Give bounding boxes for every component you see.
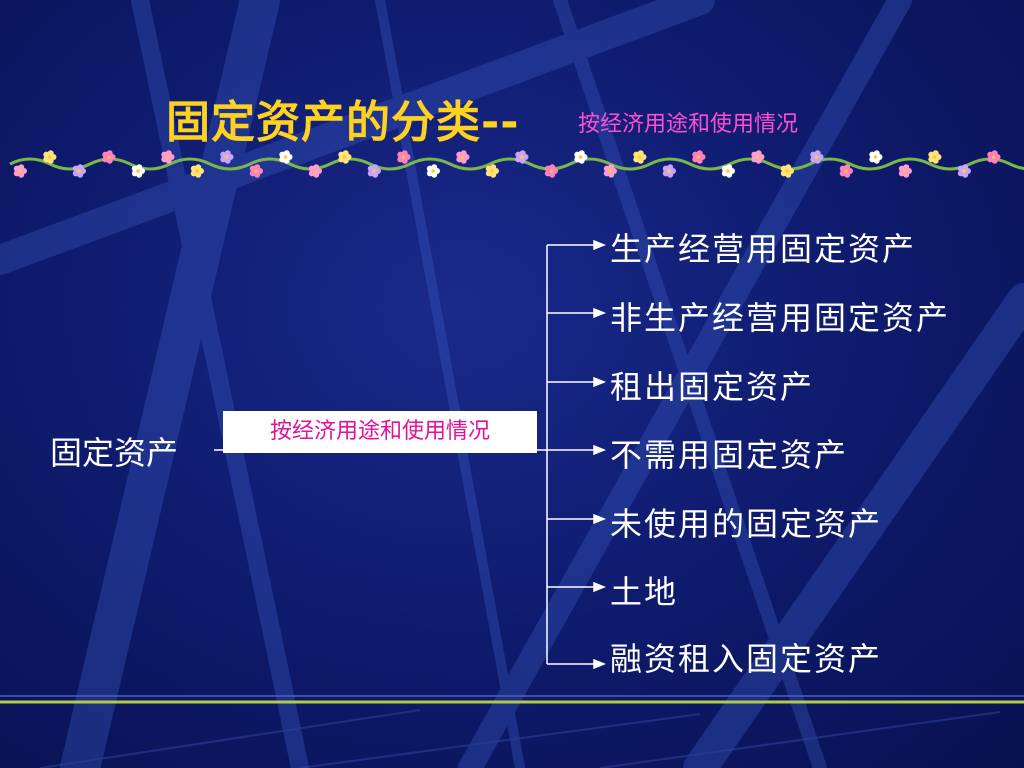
flower-icon xyxy=(338,150,352,164)
arrow-head-icon xyxy=(593,239,607,251)
flower-icon xyxy=(456,150,470,164)
flower-icon xyxy=(102,150,116,164)
branch-node: 融资租入固定资产 xyxy=(610,640,883,678)
flower-icon xyxy=(515,150,529,164)
flower-icon xyxy=(161,150,175,164)
branch-node: 租出固定资产 xyxy=(610,368,815,406)
flower-icon xyxy=(574,150,588,164)
flower-icon xyxy=(190,164,204,178)
branch-node: 生产经营用固定资产 xyxy=(610,230,917,268)
arrow-head-icon xyxy=(593,658,607,670)
flower-icon xyxy=(898,164,912,178)
branch-node: 土地 xyxy=(610,573,679,611)
flower-icon xyxy=(692,150,706,164)
arrow-head-icon xyxy=(593,513,607,525)
flower-icon xyxy=(751,150,765,164)
flower-icon xyxy=(544,164,558,178)
flower-icon xyxy=(485,164,499,178)
arrow-head-icon xyxy=(593,581,607,593)
flower-icon xyxy=(308,164,322,178)
flower-icon xyxy=(397,150,411,164)
flower-icon xyxy=(810,150,824,164)
flower-icon xyxy=(721,164,735,178)
footer-decoration-lines xyxy=(0,695,1024,768)
flower-icon xyxy=(987,150,1001,164)
edge-label-box: 按经济用途和使用情况 xyxy=(223,411,537,453)
flower-icon xyxy=(43,150,57,164)
flower-icon xyxy=(869,150,883,164)
garland-vine xyxy=(9,157,1024,171)
branch-node: 非生产经营用固定资产 xyxy=(610,299,951,337)
flower-icon xyxy=(131,164,145,178)
flower-icon xyxy=(279,150,293,164)
flower-icon xyxy=(220,150,234,164)
flower-icon xyxy=(603,164,617,178)
flower-icon xyxy=(839,164,853,178)
branch-node: 未使用的固定资产 xyxy=(610,505,883,543)
root-node: 固定资产 xyxy=(50,434,179,472)
flower-icon xyxy=(957,164,971,178)
flower-garland-divider xyxy=(9,150,1024,178)
arrow-head-icon xyxy=(593,307,607,319)
arrow-head-icon xyxy=(593,376,607,388)
flower-icon xyxy=(249,164,263,178)
flower-icon xyxy=(662,164,676,178)
flower-icon xyxy=(72,164,86,178)
flower-icon xyxy=(780,164,794,178)
flower-icon xyxy=(633,150,647,164)
flower-icon xyxy=(928,150,942,164)
flower-icon xyxy=(367,164,381,178)
slide-title: 固定资产的分类-- xyxy=(166,97,520,148)
branch-node: 不需用固定资产 xyxy=(610,436,849,474)
slide-subtitle: 按经济用途和使用情况 xyxy=(578,112,799,137)
branch-arrows xyxy=(547,239,607,670)
flower-icon xyxy=(426,164,440,178)
arrow-head-icon xyxy=(593,444,607,456)
flower-icon xyxy=(13,164,27,178)
